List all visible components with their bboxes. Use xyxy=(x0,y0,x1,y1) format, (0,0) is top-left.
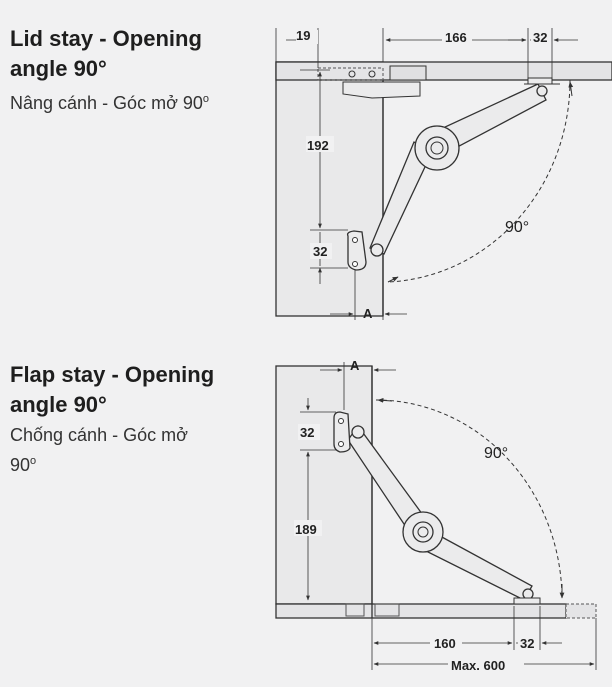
lid-dim-192: 192 xyxy=(307,138,329,153)
lid-stay-title: Lid stay - Opening angle 90° xyxy=(10,24,260,84)
lid-dim-19: 19 xyxy=(296,28,310,43)
lid-hinge xyxy=(342,65,427,99)
flap-dim-189: 189 xyxy=(295,522,317,537)
flap-stay-title: Flap stay - Opening angle 90° xyxy=(10,360,260,420)
lid-dim-A: A xyxy=(363,306,373,321)
lid-stay-title-line2: angle 90° xyxy=(10,56,107,81)
lid-cabinet-side xyxy=(275,61,384,317)
flap-stay-diagram: 90° A 32 189 160 32 Max. 600 xyxy=(275,358,597,673)
flap-dim-A: A xyxy=(350,358,360,373)
flap-stay-subtitle-line2: 90 xyxy=(10,455,31,475)
flap-stay-title-line1: Flap stay - Opening xyxy=(10,362,215,387)
lid-stay-diagram: 90° 19 166 32 192 32 A xyxy=(275,28,612,321)
flap-panel xyxy=(275,603,567,619)
flap-angle-arc xyxy=(375,399,563,599)
lid-panel xyxy=(275,61,612,81)
lid-stay-title-line1: Lid stay - Opening xyxy=(10,26,202,51)
flap-stay-heading: Flap stay - Opening angle 90° Chống cánh… xyxy=(10,360,260,478)
flap-dim-32-bottom: 32 xyxy=(520,636,534,651)
lid-dim-166: 166 xyxy=(445,30,467,45)
lid-stay-subtitle: Nâng cánh - Góc mở 90o xyxy=(10,86,260,116)
lid-dim-32-side: 32 xyxy=(313,244,327,259)
lid-dim-32-top: 32 xyxy=(533,30,547,45)
flap-cabinet-side xyxy=(275,365,373,605)
flap-stay-subtitle-sup: o xyxy=(30,455,37,467)
flap-angle-label: 90° xyxy=(484,445,508,462)
lid-stay-subtitle-text: Nâng cánh - Góc mở 90 xyxy=(10,93,203,113)
lid-angle-arc xyxy=(387,79,571,283)
flap-stay-title-line2: angle 90° xyxy=(10,392,107,417)
lid-stay-mechanism xyxy=(346,77,560,271)
flap-dim-160: 160 xyxy=(434,636,456,651)
flap-stay-mechanism xyxy=(333,411,541,605)
flap-stay-subtitle: Chống cánh - Góc mở 90o xyxy=(10,422,260,478)
lid-stay-subtitle-sup: o xyxy=(202,93,210,105)
flap-stay-subtitle-line1: Chống cánh - Góc mở xyxy=(10,425,188,445)
flap-dim-32-side: 32 xyxy=(300,425,314,440)
lid-angle-label: 90° xyxy=(505,219,529,236)
lid-stay-heading: Lid stay - Opening angle 90° Nâng cánh -… xyxy=(10,24,260,116)
flap-dim-max600: Max. 600 xyxy=(451,658,505,673)
